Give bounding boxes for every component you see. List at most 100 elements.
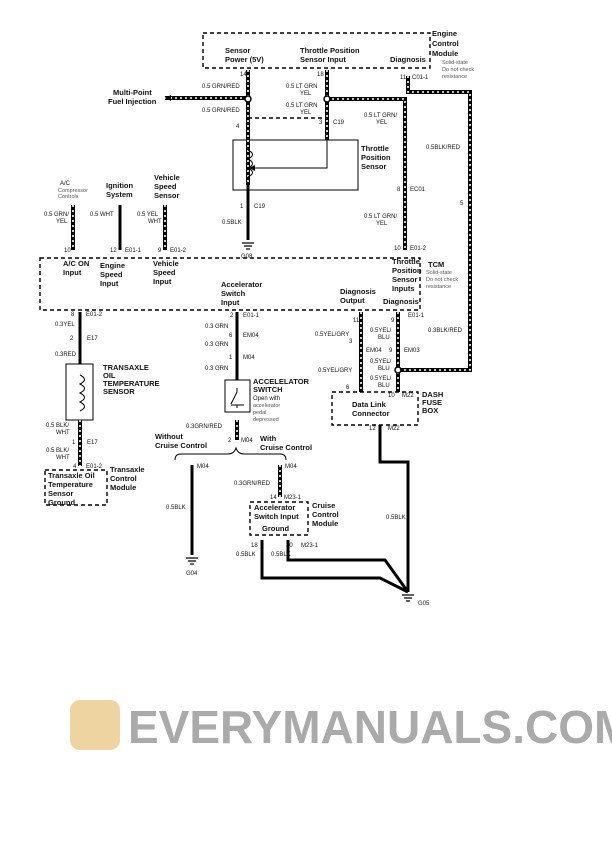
oil-sensor-title: TEMPERATURE <box>103 379 160 388</box>
ecm-pin-label: Sensor Input <box>300 55 346 64</box>
ecm-title: Engine <box>432 29 457 38</box>
watermark: EVERYMANUALS.COM <box>70 700 612 753</box>
wire-label: 0.5YEL/GRY <box>318 368 352 374</box>
ecm-note: Solid-state <box>442 60 468 66</box>
watermark-text: EVERYMANUALS.COM <box>128 701 612 753</box>
ccm-pin-label: Switch Input <box>254 512 299 521</box>
pin-number: 14 <box>270 495 277 501</box>
input-source: Ignition <box>106 181 133 190</box>
mpfi-label: Fuel Injection <box>108 97 157 106</box>
tcm-title: TCM <box>428 260 444 269</box>
ground-box-label: Transaxle Oil <box>48 471 95 480</box>
tcm-pin-label: Output <box>340 296 365 305</box>
connector-id: E01-2 <box>86 312 103 318</box>
connector-id: M04 <box>241 438 253 444</box>
ccm-title: Cruise <box>312 501 335 510</box>
tcm-box <box>39 257 421 311</box>
tcm-note: Solid-state <box>426 270 452 276</box>
tcm-pin-label: Speed <box>153 268 176 277</box>
tcm-pin-label: Input <box>100 279 119 288</box>
pin-number: 4 <box>236 124 240 130</box>
tcm-ground-box <box>44 469 108 506</box>
watermark-logo-icon <box>70 700 120 750</box>
connector-id: EM04 <box>366 348 382 354</box>
connector-id: E01-1 <box>243 313 260 319</box>
wire-label: 0.5 BLK/ <box>46 448 69 454</box>
ccm-pin-label: Ground <box>262 524 289 533</box>
tcm-pin-label: A/C ON <box>63 259 89 268</box>
pin-number: 10 <box>64 248 71 254</box>
tcm-pin-label: Diagnosis <box>340 287 376 296</box>
tcm-note: Do not check <box>426 277 458 283</box>
connector-id: E01-1 <box>125 248 142 254</box>
connector-id: EM04 <box>243 333 259 339</box>
ground-label: G08 <box>241 254 253 260</box>
ecm-box <box>202 32 431 69</box>
pin-number: 8 <box>397 187 401 193</box>
wire-label: WHT <box>148 219 162 225</box>
wire-label: 0.3 GRN <box>205 324 228 330</box>
switch-note: depressed <box>253 417 279 423</box>
ground-box-label: Temperature <box>48 480 93 489</box>
connector-id: M22 <box>388 426 400 432</box>
tcm-pin-label: Diagnosis <box>383 297 419 306</box>
tcm-note: resistance <box>426 284 451 290</box>
tcm-module-label: Transaxle <box>110 465 145 474</box>
wire-label: YEL <box>300 110 312 116</box>
wire-label: 0.5 LT GRN/ <box>364 214 397 220</box>
pin-number: 6 <box>229 333 233 339</box>
wire-label: 0.5YEL/ <box>370 359 392 365</box>
pin-number: 1 <box>72 440 76 446</box>
tcm-pin-label: Input <box>221 298 240 307</box>
tcm-pin-label: Engine <box>100 261 125 270</box>
input-source: Sensor <box>154 191 180 200</box>
connector-id: C19 <box>333 120 345 126</box>
connector-id: E17 <box>87 336 98 342</box>
pin-number: 9 <box>389 348 393 354</box>
ecm-pin-label: Diagnosis <box>390 55 426 64</box>
input-source: Controls <box>58 194 79 200</box>
pin-number: 12 <box>110 248 117 254</box>
tcm-pin-label: Switch <box>221 289 246 298</box>
connector-id: E01-1 <box>408 313 425 319</box>
tcm-module-label: Control <box>110 474 137 483</box>
pin-number: 20 <box>286 543 293 549</box>
dlc-title: Connector <box>352 409 390 418</box>
pin-number: 5 <box>460 201 464 207</box>
connector-id: EC01 <box>410 187 426 193</box>
fuse-box-label: FUSE <box>422 398 442 407</box>
variant-label: Cruise Control <box>260 443 312 452</box>
connector-id: M04 <box>197 464 209 470</box>
pin-number: 8 <box>71 312 75 318</box>
wire-label: 0.5BLK <box>222 220 242 226</box>
ecm-note: resistance <box>442 74 467 80</box>
wire-label: 0.3YEL <box>55 322 75 328</box>
wire-label: 0.5 YEL <box>137 212 159 218</box>
tcm-pin-label: Vehicle <box>153 259 179 268</box>
connector-id: M04 <box>285 464 297 470</box>
oil-sensor-title: TRANSAXLE <box>103 363 149 372</box>
wire-label: 0.3GRN/RED <box>234 481 271 487</box>
wire-label: 0.5 GRN/RED <box>202 108 240 114</box>
ground-box-label: Ground <box>48 498 75 507</box>
tcm-pin-label: Position <box>392 266 422 275</box>
wire-label: 0.5BLK <box>386 515 406 521</box>
pin-number: 10 <box>388 393 395 399</box>
connector-id: M23-1 <box>284 495 302 501</box>
connector-id: E17 <box>87 440 98 446</box>
tcm-pin-label: Sensor <box>392 275 418 284</box>
dlc-box <box>331 391 419 426</box>
wire-label: 0.3GRN/RED <box>186 424 223 430</box>
ccm-title: Module <box>312 519 338 528</box>
pin-number: 9 <box>158 248 162 254</box>
ground-box-label: Sensor <box>48 489 74 498</box>
connector-id: M22 <box>402 393 414 399</box>
pin-number: 10 <box>394 246 401 252</box>
tcm-pin-label: Input <box>63 268 82 277</box>
switch-note: accelerator <box>253 403 280 409</box>
wire-label: WHT <box>56 430 70 436</box>
wire-label: 0.3RED <box>55 352 77 358</box>
pin-number: 4 <box>73 464 77 470</box>
pin-number: 3 <box>319 120 323 126</box>
tcm-module-label: Module <box>110 483 136 492</box>
